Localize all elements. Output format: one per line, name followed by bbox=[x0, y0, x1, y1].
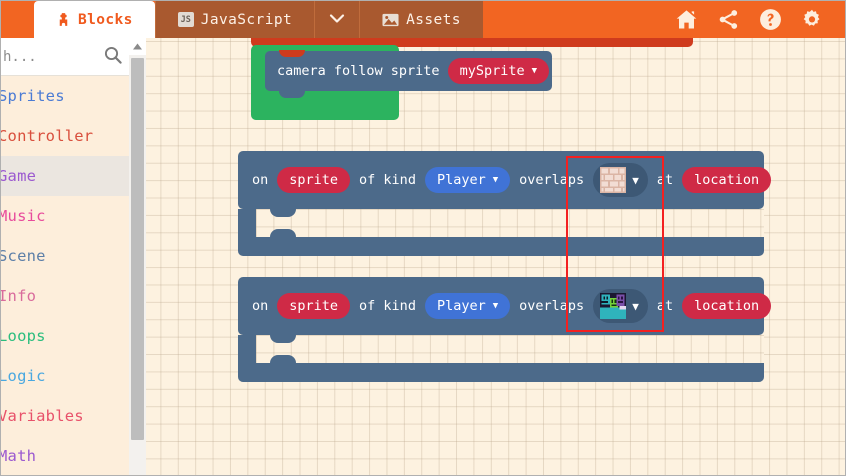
block-statement-slot-1[interactable] bbox=[256, 209, 764, 237]
search-icon[interactable] bbox=[103, 45, 123, 69]
sidebar-label-variables: Variables bbox=[1, 407, 84, 425]
sidebar-label-sprites: Sprites bbox=[1, 87, 65, 105]
block-notch-top bbox=[279, 50, 305, 57]
kind-label-2: Player bbox=[436, 298, 486, 314]
editor-toolbar: Blocks JS JavaScript Asset bbox=[1, 1, 845, 38]
sidebar-item-info[interactable]: Info bbox=[1, 276, 129, 316]
block-body-2[interactable] bbox=[238, 335, 764, 382]
sidebar-item-controller[interactable]: Controller bbox=[1, 116, 129, 156]
sidebar-label-logic: Logic bbox=[1, 367, 46, 385]
on-sprite-overlaps-tile-block-2[interactable]: on sprite of kind Player ▼ overlaps bbox=[238, 277, 772, 335]
at-label-2: at bbox=[656, 298, 674, 314]
on-label-1: on bbox=[252, 172, 269, 188]
sprite-field-1[interactable]: sprite bbox=[277, 167, 351, 193]
sidebar-label-loops: Loops bbox=[1, 327, 46, 345]
js-badge-icon: JS bbox=[177, 12, 194, 27]
of-kind-label-1: of kind bbox=[359, 172, 416, 188]
sidebar-label-scene: Scene bbox=[1, 247, 46, 265]
search-input[interactable] bbox=[3, 48, 95, 65]
on-sprite-overlaps-tile-block-1[interactable]: on sprite of kind Player ▼ overlaps bbox=[238, 151, 772, 209]
slot-notch-top-2 bbox=[270, 335, 296, 343]
tab-javascript[interactable]: JS JavaScript bbox=[154, 1, 315, 38]
pixel-art-tile-icon bbox=[600, 293, 627, 319]
on-label-2: on bbox=[252, 298, 269, 314]
sidebar-label-math: Math bbox=[1, 447, 37, 465]
overlaps-label-1: overlaps bbox=[519, 172, 585, 188]
block-header-row-2: on sprite of kind Player ▼ overlaps bbox=[238, 277, 778, 335]
tab-language-chevron[interactable] bbox=[314, 1, 360, 38]
tile-picker-dropdown-1[interactable]: ▼ bbox=[593, 163, 648, 197]
location-label-2: location bbox=[694, 298, 760, 314]
block-body-1[interactable] bbox=[238, 209, 764, 256]
camera-block-label: camera follow sprite bbox=[277, 63, 440, 79]
chevron-down-icon: ▼ bbox=[492, 300, 499, 311]
sidebar-item-math[interactable]: Math bbox=[1, 436, 129, 475]
sprite-label-2: sprite bbox=[289, 298, 339, 314]
tab-blocks[interactable]: Blocks bbox=[34, 1, 155, 38]
location-field-2[interactable]: location bbox=[682, 293, 772, 319]
help-icon[interactable] bbox=[753, 3, 787, 37]
gear-icon[interactable] bbox=[795, 3, 829, 37]
slot-notch-bottom-1 bbox=[270, 229, 296, 237]
sidebar-item-loops[interactable]: Loops bbox=[1, 316, 129, 356]
at-label-1: at bbox=[656, 172, 674, 188]
search-box[interactable] bbox=[1, 38, 129, 76]
sidebar-item-scene[interactable]: Scene bbox=[1, 236, 129, 276]
sidebar-scrollbar[interactable] bbox=[129, 38, 146, 475]
chevron-up-icon[interactable] bbox=[129, 38, 146, 55]
toolbar-actions bbox=[669, 1, 845, 38]
brick-wall-tile-icon bbox=[600, 167, 627, 193]
sidebar-item-sprites[interactable]: Sprites bbox=[1, 76, 129, 116]
kind-dropdown-1[interactable]: Player ▼ bbox=[424, 167, 511, 193]
sidebar-item-logic[interactable]: Logic bbox=[1, 356, 129, 396]
sidebar-label-game: Game bbox=[1, 167, 37, 185]
slot-notch-top-1 bbox=[270, 209, 296, 217]
chevron-down-icon: ▼ bbox=[632, 173, 639, 187]
tab-javascript-label: JavaScript bbox=[200, 11, 293, 28]
block-header-row-1: on sprite of kind Player ▼ overlaps bbox=[238, 151, 778, 209]
sidebar-item-game[interactable]: Game bbox=[1, 156, 129, 196]
block-notch-bottom bbox=[279, 91, 305, 98]
editor-tabs: Blocks JS JavaScript Asset bbox=[34, 1, 483, 38]
chevron-down-icon: ▼ bbox=[632, 299, 639, 313]
chevron-down-icon: ▼ bbox=[531, 65, 538, 76]
sprite-field-2[interactable]: sprite bbox=[277, 293, 351, 319]
block-statement-slot-2[interactable] bbox=[256, 335, 764, 363]
camera-follow-sprite-block[interactable]: camera follow sprite mySprite ▼ bbox=[265, 50, 552, 98]
sidebar-label-info: Info bbox=[1, 287, 37, 305]
location-label-1: location bbox=[694, 172, 760, 188]
kind-dropdown-2[interactable]: Player ▼ bbox=[424, 293, 511, 319]
share-icon[interactable] bbox=[711, 3, 745, 37]
chevron-down-icon: ▼ bbox=[492, 174, 499, 185]
sidebar-label-controller: Controller bbox=[1, 127, 94, 145]
sidebar-label-music: Music bbox=[1, 207, 46, 225]
mysprite-dropdown[interactable]: mySprite ▼ bbox=[447, 58, 550, 84]
tile-picker-dropdown-2[interactable]: ▼ bbox=[593, 289, 648, 323]
chevron-down-icon bbox=[329, 13, 345, 27]
sidebar-item-music[interactable]: Music bbox=[1, 196, 129, 236]
location-field-1[interactable]: location bbox=[682, 167, 772, 193]
sidebar-item-variables[interactable]: Variables bbox=[1, 396, 129, 436]
tab-blocks-label: Blocks bbox=[78, 11, 133, 28]
image-icon bbox=[382, 13, 399, 27]
sprite-label-1: sprite bbox=[289, 172, 339, 188]
scrollbar-thumb[interactable] bbox=[131, 58, 144, 440]
home-icon[interactable] bbox=[669, 3, 703, 37]
kind-label-1: Player bbox=[436, 172, 486, 188]
category-list: Sprites Controller Game Music Scene Info… bbox=[1, 76, 129, 475]
toolbox-sidebar: Sprites Controller Game Music Scene Info… bbox=[1, 38, 146, 475]
overlaps-label-2: overlaps bbox=[519, 298, 585, 314]
of-kind-label-2: of kind bbox=[359, 298, 416, 314]
slot-notch-bottom-2 bbox=[270, 355, 296, 363]
tab-assets-label: Assets bbox=[406, 11, 461, 28]
mysprite-label: mySprite bbox=[459, 63, 525, 79]
puzzle-piece-icon bbox=[56, 12, 71, 27]
tab-assets[interactable]: Assets bbox=[359, 1, 483, 38]
